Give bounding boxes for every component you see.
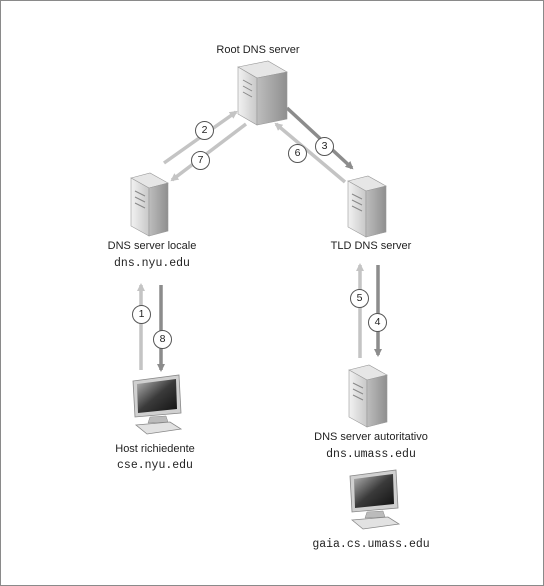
arrow-step-7: [170, 122, 248, 182]
step-badge: 8: [153, 330, 172, 349]
step-badge: 4: [368, 313, 387, 332]
requester-host-label: Host richiedente: [115, 443, 195, 455]
tld-server-label: TLD DNS server: [330, 240, 412, 252]
auth-server-hostname: dns.umass.edu: [326, 448, 416, 461]
auth-server-label: DNS server autoritativo: [314, 431, 428, 443]
target-hostname: gaia.cs.umass.edu: [312, 538, 430, 551]
computer-icon: [132, 374, 183, 435]
local-server-hostname: dns.nyu.edu: [114, 257, 190, 270]
step-badge: 2: [195, 121, 214, 140]
server-icon: [348, 364, 388, 428]
step-badge: 5: [350, 289, 369, 308]
server-icon: [237, 60, 288, 126]
step-badge: 6: [288, 144, 307, 163]
arrow-step-6: [274, 122, 347, 184]
local-server-label: DNS server locale: [107, 240, 197, 252]
step-badge: 7: [191, 151, 210, 170]
root-server-label: Root DNS server: [216, 44, 300, 56]
server-icon: [347, 175, 387, 238]
requester-hostname: cse.nyu.edu: [117, 459, 193, 472]
step-badge: 3: [315, 137, 334, 156]
step-badge: 1: [132, 305, 151, 324]
computer-icon: [349, 469, 401, 530]
server-icon: [130, 172, 169, 237]
